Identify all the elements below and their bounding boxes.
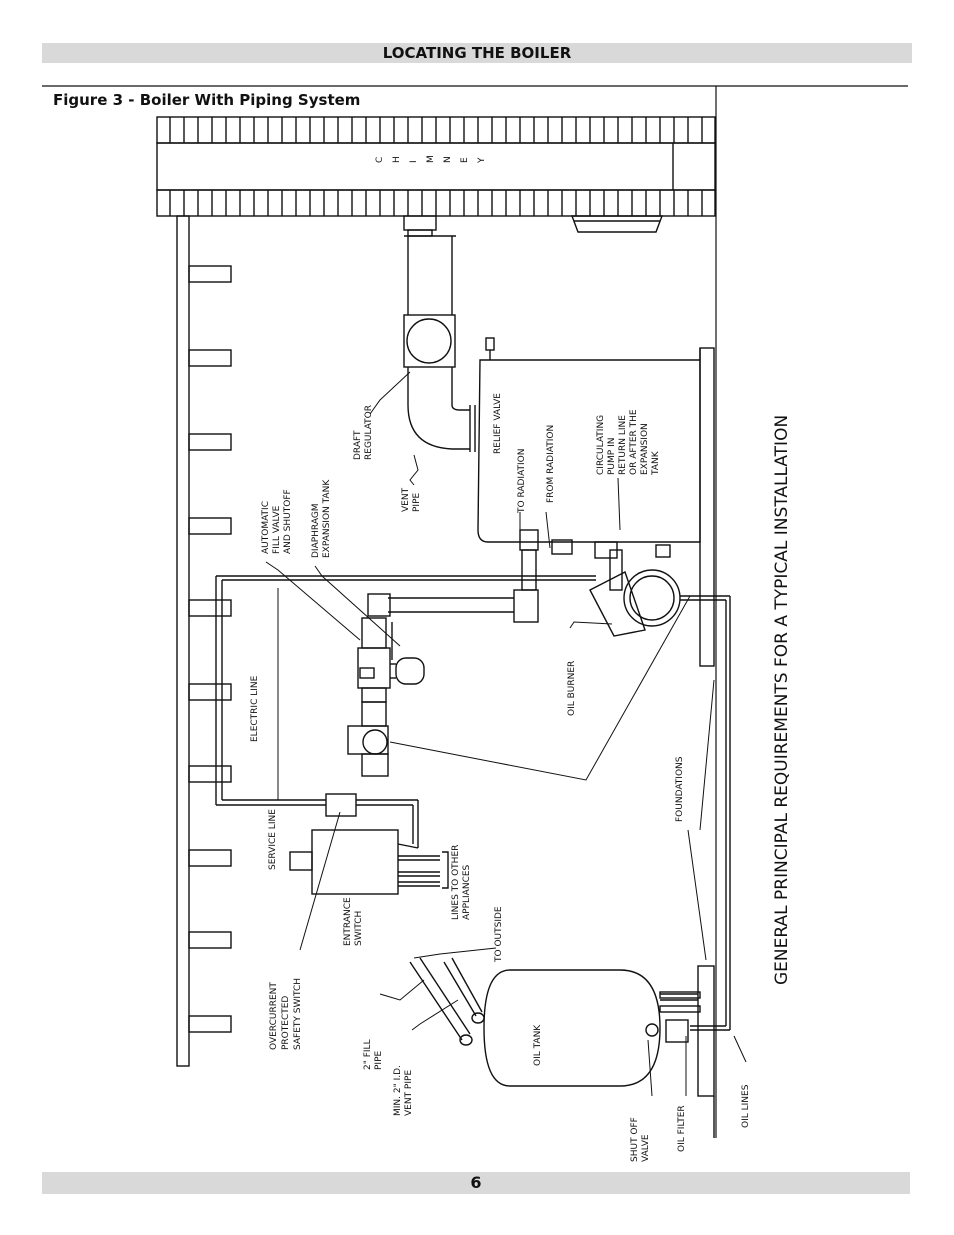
svg-text:OIL FILTER: OIL FILTER <box>677 1105 687 1152</box>
svg-text:PIPE: PIPE <box>374 1050 384 1070</box>
label-oil-burner: OIL BURNER <box>567 661 577 716</box>
chimney-letter: C <box>375 157 385 163</box>
svg-text:APPLIANCES: APPLIANCES <box>462 864 472 920</box>
wall <box>176 215 232 1067</box>
leader-lines <box>265 371 747 1097</box>
svg-text:OIL TANK: OIL TANK <box>533 1024 543 1066</box>
oil-burner <box>589 549 681 637</box>
chimney-letter: M <box>426 155 436 163</box>
chimney-letter: E <box>460 157 470 163</box>
chimney-letter: N <box>443 156 453 163</box>
label-oil-tank: OIL TANK <box>533 1024 543 1066</box>
chimney-letter: Y <box>477 157 487 164</box>
label-vent-pipe-min: MIN. 2" I.D.VENT PIPE <box>393 1065 414 1116</box>
boiler <box>477 337 715 667</box>
supply-return-piping <box>215 549 596 806</box>
oil-lines <box>645 595 731 1138</box>
svg-text:PUMP IN: PUMP IN <box>607 438 617 475</box>
label-service-line: SERVICE LINE <box>268 809 278 870</box>
svg-text:OIL LINES: OIL LINES <box>741 1084 751 1128</box>
svg-text:AND SHUTOFF: AND SHUTOFF <box>283 489 293 554</box>
svg-text:OVERCURRENT: OVERCURRENT <box>269 982 279 1050</box>
chimney-letter: I <box>409 160 419 163</box>
label-relief-valve: RELIEF VALVE <box>493 393 503 454</box>
svg-text:SERVICE LINE: SERVICE LINE <box>268 809 278 870</box>
svg-text:2" FILL: 2" FILL <box>363 1039 373 1070</box>
svg-text:DIAPHRAGM: DIAPHRAGM <box>311 503 321 558</box>
label-oil-filter: OIL FILTER <box>677 1105 687 1152</box>
svg-text:PROTECTED: PROTECTED <box>281 996 291 1050</box>
svg-text:EXPANSION TANK: EXPANSION TANK <box>322 479 332 558</box>
svg-text:SWITCH: SWITCH <box>354 911 364 946</box>
svg-text:REGULATOR: REGULATOR <box>364 405 374 460</box>
entrance-switch <box>289 793 449 895</box>
label-oil-lines: OIL LINES <box>741 1084 751 1128</box>
svg-text:OIL BURNER: OIL BURNER <box>567 661 577 716</box>
svg-text:RETURN LINE: RETURN LINE <box>618 415 628 475</box>
svg-text:PIPE: PIPE <box>412 492 422 512</box>
svg-text:GENERAL PRINCIPAL REQUIREMENTS: GENERAL PRINCIPAL REQUIREMENTS FOR A TYP… <box>772 415 792 985</box>
svg-text:VENT PIPE: VENT PIPE <box>404 1070 414 1116</box>
svg-text:DRAFT: DRAFT <box>353 430 363 460</box>
svg-text:LINES TO OTHER: LINES TO OTHER <box>451 845 461 920</box>
svg-text:FOUNDATIONS: FOUNDATIONS <box>675 756 685 822</box>
label-to-outside: TO OUTSIDE <box>494 906 504 963</box>
svg-text:OR AFTER THE: OR AFTER THE <box>629 409 639 475</box>
svg-text:TANK: TANK <box>651 450 661 476</box>
label-from-radiation: FROM RADIATION <box>546 425 556 503</box>
svg-text:SHUT OFF: SHUT OFF <box>630 1117 640 1162</box>
footer-bar: 6 <box>42 1172 910 1194</box>
vent-pipe <box>403 215 476 452</box>
header-bar: LOCATING THE BOILER <box>42 43 912 63</box>
chimney-letter: H <box>392 156 402 163</box>
page-number: 6 <box>470 1173 482 1192</box>
svg-text:TO OUTSIDE: TO OUTSIDE <box>494 906 504 963</box>
label-to-radiation: TO RADIATION <box>517 449 527 515</box>
oil-tank <box>409 957 701 1087</box>
chimney <box>156 116 716 233</box>
svg-text:CIRCULATING: CIRCULATING <box>596 415 606 475</box>
label-foundations: FOUNDATIONS <box>675 756 685 822</box>
svg-text:AUTOMATIC: AUTOMATIC <box>261 501 271 554</box>
svg-text:FILL VALVE: FILL VALVE <box>272 505 282 554</box>
svg-text:SAFETY SWITCH: SAFETY SWITCH <box>293 978 303 1050</box>
svg-text:ENTRANCE: ENTRANCE <box>343 897 353 946</box>
section-title: LOCATING THE BOILER <box>382 44 572 62</box>
svg-text:TO RADIATION: TO RADIATION <box>517 449 527 515</box>
svg-text:FROM RADIATION: FROM RADIATION <box>546 425 556 503</box>
svg-text:RELIEF VALVE: RELIEF VALVE <box>493 393 503 454</box>
figure-title: Figure 3 - Boiler With Piping System <box>53 91 361 109</box>
side-caption: GENERAL PRINCIPAL REQUIREMENTS FOR A TYP… <box>772 415 792 985</box>
svg-text:ELECTRIC LINE: ELECTRIC LINE <box>250 675 260 742</box>
svg-text:VALVE: VALVE <box>641 1134 651 1162</box>
svg-text:MIN. 2" I.D.: MIN. 2" I.D. <box>393 1065 403 1116</box>
label-electric-line: ELECTRIC LINE <box>250 675 260 742</box>
svg-text:EXPANSION: EXPANSION <box>640 423 650 475</box>
svg-text:VENT: VENT <box>401 487 411 512</box>
